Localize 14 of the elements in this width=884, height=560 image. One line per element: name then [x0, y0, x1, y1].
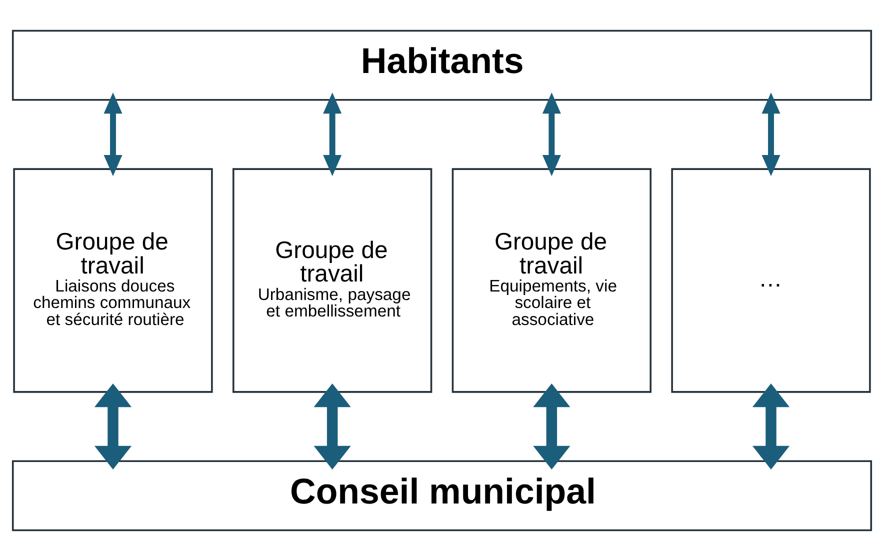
- arrow: [314, 383, 351, 469]
- node-box: Habitants: [12, 29, 872, 100]
- arrow: [323, 92, 342, 176]
- node-box: …: [671, 168, 871, 392]
- arrow: [104, 92, 122, 176]
- arrow: [542, 92, 561, 176]
- node-box: Groupe de travail Liaisons douces chemins communaux et sécurité routière: [13, 168, 213, 392]
- arrow: [762, 92, 780, 176]
- node-box: Conseil municipal: [12, 460, 872, 531]
- node-box: Groupe de travail Equipements, vie scolaire et associative: [452, 168, 652, 392]
- arrow: [94, 383, 132, 469]
- arrow: [533, 383, 570, 469]
- arrow: [752, 383, 790, 469]
- node-box: Groupe de travail Urbanisme, paysage et embellissement: [232, 168, 432, 392]
